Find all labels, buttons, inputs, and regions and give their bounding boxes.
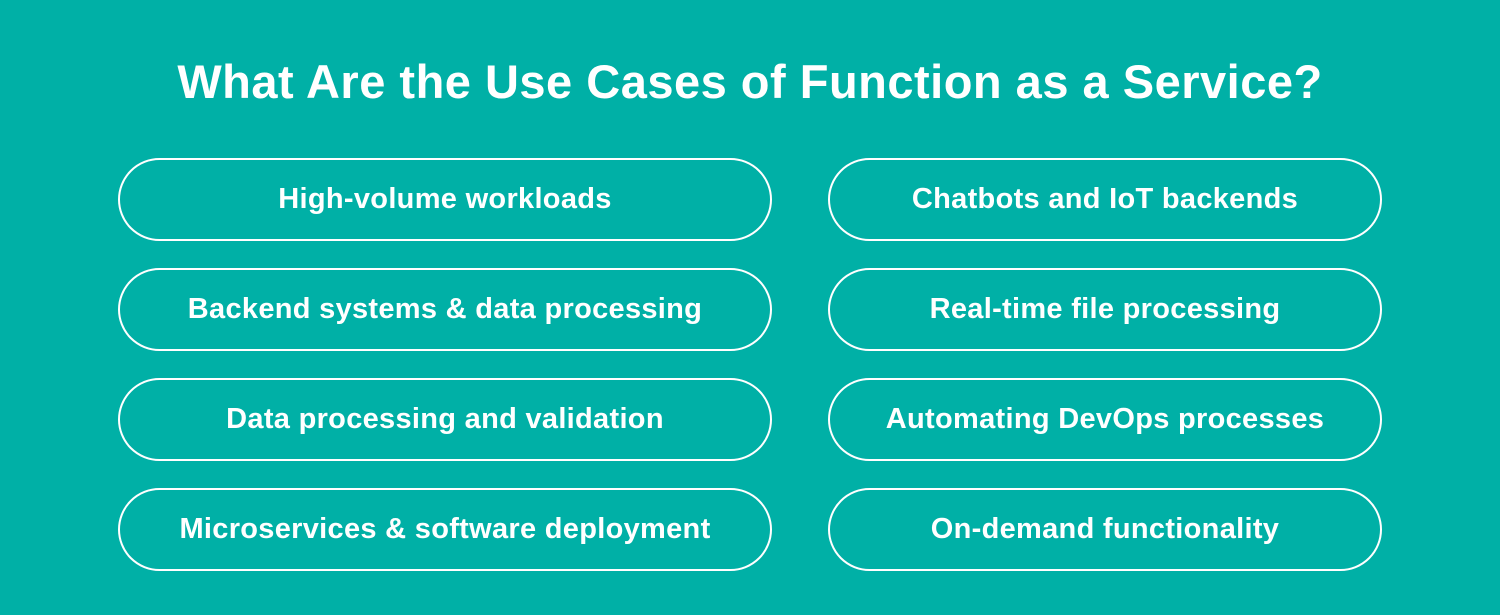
use-case-pill-automating-devops-processes: Automating DevOps processes xyxy=(828,378,1382,461)
use-case-pill-on-demand-functionality: On-demand functionality xyxy=(828,488,1382,571)
use-case-pill-chatbots-iot-backends: Chatbots and IoT backends xyxy=(828,158,1382,241)
use-case-pill-data-processing-validation: Data processing and validation xyxy=(118,378,772,461)
use-case-pill-microservices-software-deployment: Microservices & software deployment xyxy=(118,488,772,571)
use-case-pill-backend-systems-data-processing: Backend systems & data processing xyxy=(118,268,772,351)
use-case-grid: High-volume workloads Chatbots and IoT b… xyxy=(118,158,1382,571)
use-case-pill-real-time-file-processing: Real-time file processing xyxy=(828,268,1382,351)
page-title: What Are the Use Cases of Function as a … xyxy=(177,55,1323,108)
use-case-pill-high-volume-workloads: High-volume workloads xyxy=(118,158,772,241)
